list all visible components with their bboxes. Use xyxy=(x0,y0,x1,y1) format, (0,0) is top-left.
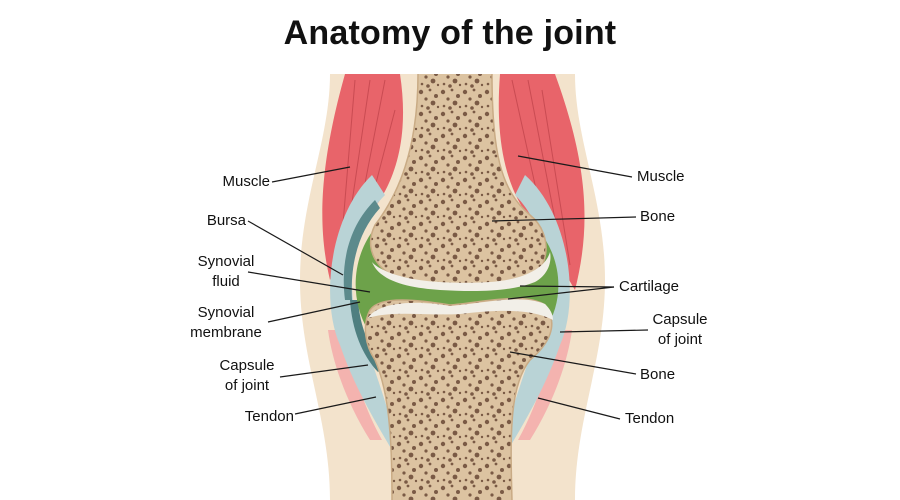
label-muscle-right: Muscle xyxy=(637,168,685,185)
muscle-right-shape xyxy=(498,74,585,290)
label-synovial-membrane-line2: membrane xyxy=(190,324,262,341)
label-synovial-membrane: Synovial membrane xyxy=(178,303,274,343)
leader-bone-upper-right xyxy=(491,216,637,222)
label-capsule-left-line2: of joint xyxy=(224,377,270,394)
leader-muscle-right xyxy=(517,155,633,178)
label-capsule-right-line2: of joint xyxy=(657,331,703,348)
leader-cartilage-upper xyxy=(519,285,615,288)
leader-synovial-membrane-left xyxy=(267,301,361,323)
capsule-left-shape xyxy=(330,175,400,450)
label-bone-upper: Bone xyxy=(640,208,676,225)
diagram-title: Anatomy of the joint xyxy=(283,14,617,52)
label-capsule-right: Capsule of joint xyxy=(642,310,718,350)
leader-muscle-left xyxy=(271,166,351,183)
leader-lines xyxy=(247,155,649,420)
label-synovial-fluid-line1: Synovial xyxy=(197,253,255,270)
bursa-shape xyxy=(343,200,380,300)
upper-cartilage-shape xyxy=(372,252,551,292)
tendon-right-shape xyxy=(518,330,572,440)
label-capsule-left: Capsule of joint xyxy=(208,356,286,396)
leader-tendon-right xyxy=(537,397,621,420)
label-muscle-left: Muscle xyxy=(222,173,270,190)
leader-cartilage-lower xyxy=(507,286,615,300)
label-synovial-membrane-line1: Synovial xyxy=(197,304,255,321)
synovial-membrane-shape xyxy=(350,300,384,372)
label-cartilage: Cartilage xyxy=(619,278,680,295)
label-capsule-left-line1: Capsule xyxy=(219,357,275,374)
leader-capsule-right xyxy=(559,329,649,333)
label-synovial-fluid: Synovial fluid xyxy=(186,252,266,292)
label-tendon-right: Tendon xyxy=(625,410,675,427)
leader-synovial-fluid-left xyxy=(247,271,371,293)
label-tendon-left: Tendon xyxy=(244,408,294,425)
label-bursa: Bursa xyxy=(206,212,246,229)
leader-capsule-left xyxy=(279,364,369,378)
tendon-left-shape xyxy=(328,330,382,440)
leader-bone-lower-right xyxy=(509,351,637,375)
leader-bursa-left xyxy=(247,220,344,276)
label-capsule-right-line1: Capsule xyxy=(652,311,708,328)
capsule-right-shape xyxy=(500,175,570,450)
lower-cartilage-shape xyxy=(368,299,553,320)
label-synovial-fluid-line2: fluid xyxy=(212,273,240,290)
leader-tendon-left xyxy=(294,396,377,415)
label-bone-lower: Bone xyxy=(640,366,676,383)
